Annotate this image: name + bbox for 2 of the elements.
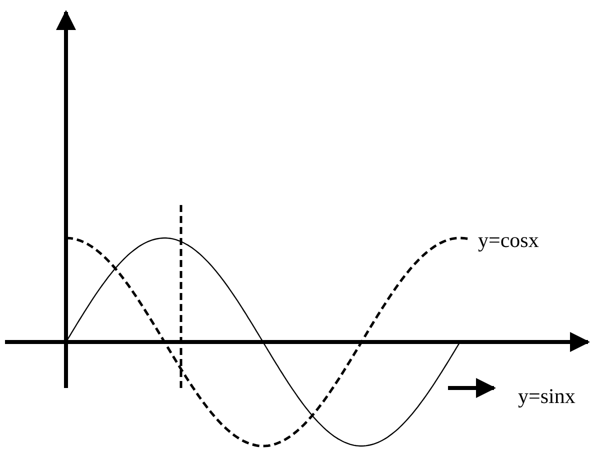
curve-label: y=cosx — [478, 228, 539, 252]
curve-label: y=sinx — [518, 384, 576, 408]
